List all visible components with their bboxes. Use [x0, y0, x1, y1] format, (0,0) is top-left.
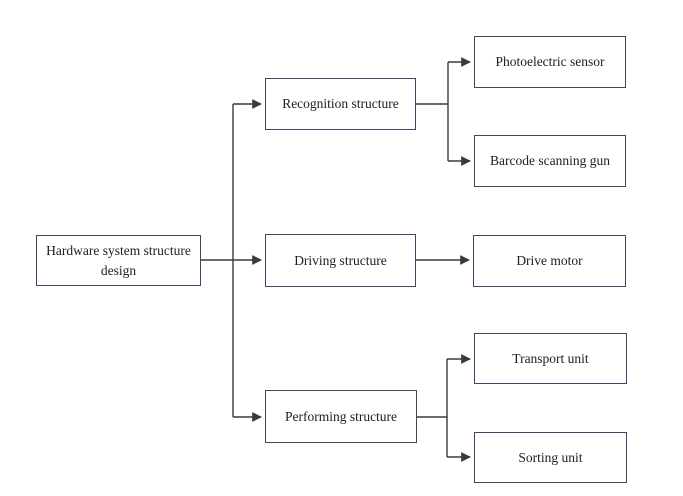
- node-label: Transport unit: [512, 350, 589, 366]
- node-label: Recognition structure: [282, 96, 399, 112]
- node-label: Barcode scanning gun: [490, 153, 610, 169]
- node-label: Sorting unit: [518, 449, 583, 465]
- node-driving-structure: Driving structure: [265, 234, 416, 287]
- node-barcode-scanning-gun: Barcode scanning gun: [474, 135, 626, 187]
- node-label: Performing structure: [284, 408, 398, 424]
- node-performing-structure: Performing structure: [265, 390, 417, 443]
- node-recognition-structure: Recognition structure: [265, 78, 416, 130]
- node-sorting-unit: Sorting unit: [474, 432, 627, 483]
- node-label: Driving structure: [294, 252, 387, 268]
- node-transport-unit: Transport unit: [474, 333, 627, 384]
- node-drive-motor: Drive motor: [473, 235, 626, 287]
- node-photoelectric-sensor: Photoelectric sensor: [474, 36, 626, 88]
- node-label: Drive motor: [516, 253, 583, 269]
- node-hardware-system-structure-design: Hardware system structure design: [36, 235, 201, 286]
- node-label: Photoelectric sensor: [495, 54, 605, 70]
- node-label: Hardware system structure design: [46, 242, 191, 278]
